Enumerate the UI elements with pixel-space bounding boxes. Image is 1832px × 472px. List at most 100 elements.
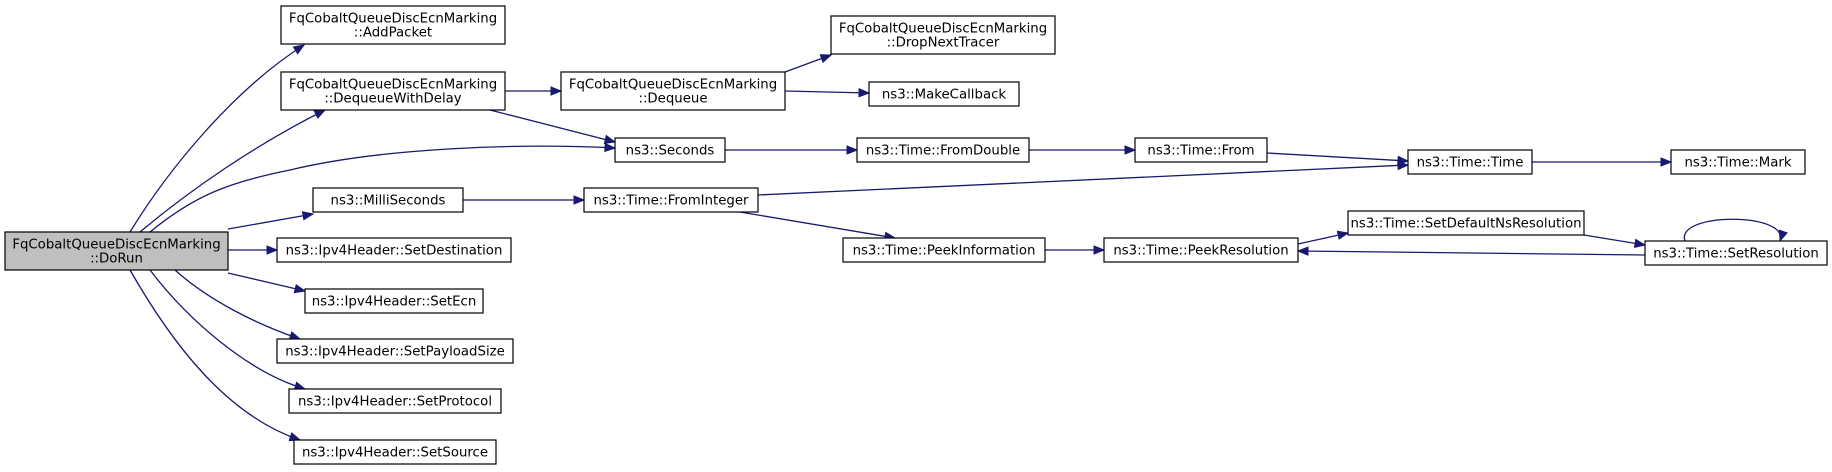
edge-dequeue-to-makecallback bbox=[784, 88, 871, 98]
edge-dorun-to-setdestination bbox=[228, 245, 279, 255]
node-label: ns3::Time::PeekInformation bbox=[853, 244, 1036, 259]
edge-line bbox=[784, 90, 870, 94]
arrowhead-icon bbox=[1778, 229, 1788, 243]
arrowhead-icon bbox=[292, 44, 306, 55]
arrowhead-icon bbox=[858, 88, 871, 98]
arrowhead-icon bbox=[603, 134, 617, 144]
edge-peekresolution-to-setdefaultnsresolution bbox=[1297, 230, 1350, 245]
edge-line bbox=[739, 211, 896, 239]
node-setresolution[interactable]: ns3::Time::SetResolution bbox=[1644, 240, 1828, 266]
node-setecn[interactable]: ns3::Ipv4Header::SetEcn bbox=[304, 288, 484, 314]
edge-dorun-to-dequeuewithdelay bbox=[139, 109, 327, 233]
node-label: ns3::Ipv4Header::SetDestination bbox=[286, 244, 503, 259]
edge-time-to-mark bbox=[1532, 157, 1673, 167]
arrowhead-icon bbox=[819, 54, 833, 64]
node-label: ns3::Time::FromInteger bbox=[593, 194, 749, 209]
edge-dorun-to-setprotocol bbox=[149, 269, 307, 391]
node-box bbox=[583, 187, 759, 213]
node-dequeuewithdelay[interactable]: FqCobaltQueueDiscEcnMarking::DequeueWith… bbox=[280, 71, 506, 111]
arrowhead-icon bbox=[301, 211, 315, 221]
node-seconds[interactable]: ns3::Seconds bbox=[614, 137, 726, 163]
edges-layer bbox=[129, 44, 1788, 442]
node-label: FqCobaltQueueDiscEcnMarking bbox=[289, 78, 497, 93]
edge-line bbox=[149, 269, 306, 390]
arrowhead-icon bbox=[1397, 160, 1410, 171]
node-dorun[interactable]: FqCobaltQueueDiscEcnMarking::DoRun bbox=[4, 231, 229, 271]
node-label: ns3::MakeCallback bbox=[882, 88, 1007, 103]
node-label: ns3::Time::Mark bbox=[1684, 156, 1791, 171]
node-label: FqCobaltQueueDiscEcnMarking bbox=[569, 78, 777, 93]
node-milliseconds[interactable]: ns3::MilliSeconds bbox=[312, 187, 464, 213]
node-setprotocol[interactable]: ns3::Ipv4Header::SetProtocol bbox=[288, 388, 502, 414]
node-dequeue[interactable]: FqCobaltQueueDiscEcnMarking::Dequeue bbox=[560, 71, 786, 111]
node-peekinformation[interactable]: ns3::Time::PeekInformation bbox=[842, 237, 1046, 263]
node-box bbox=[1670, 149, 1806, 175]
edge-line bbox=[149, 145, 616, 233]
node-box bbox=[842, 237, 1046, 263]
node-setdestination[interactable]: ns3::Ipv4Header::SetDestination bbox=[276, 237, 512, 263]
arrowhead-icon bbox=[1296, 246, 1309, 256]
node-label: ns3::Time::From bbox=[1147, 144, 1254, 159]
node-box bbox=[280, 5, 506, 45]
node-box bbox=[1644, 240, 1828, 266]
node-label: ::Dequeue bbox=[638, 92, 707, 107]
node-label: FqCobaltQueueDiscEcnMarking bbox=[839, 22, 1047, 37]
arrowhead-icon bbox=[1093, 245, 1106, 255]
edge-dequeuewithdelay-to-dequeue bbox=[505, 86, 563, 96]
nodes-layer: FqCobaltQueueDiscEcnMarking::DoRun FqCoba… bbox=[4, 5, 1828, 465]
edge-line bbox=[129, 44, 305, 233]
arrowhead-icon bbox=[313, 109, 327, 119]
node-box bbox=[560, 71, 786, 111]
node-label: ns3::Time::SetResolution bbox=[1653, 247, 1819, 262]
node-label: ns3::Time::FromDouble bbox=[866, 144, 1020, 159]
node-label: FqCobaltQueueDiscEcnMarking bbox=[289, 12, 497, 27]
node-label: ns3::Seconds bbox=[626, 144, 715, 159]
node-dropnexttracer[interactable]: FqCobaltQueueDiscEcnMarking::DropNextTra… bbox=[830, 15, 1056, 55]
arrowhead-icon bbox=[604, 142, 617, 153]
node-box bbox=[1103, 237, 1299, 263]
node-label: ns3::MilliSeconds bbox=[331, 194, 446, 209]
edge-milliseconds-to-frominteger bbox=[463, 195, 586, 205]
node-mark[interactable]: ns3::Time::Mark bbox=[1670, 149, 1806, 175]
node-box bbox=[280, 71, 506, 111]
arrowhead-icon bbox=[266, 245, 279, 255]
node-fromdouble[interactable]: ns3::Time::FromDouble bbox=[856, 137, 1030, 163]
node-box bbox=[1347, 210, 1585, 236]
arrowhead-icon bbox=[293, 283, 307, 294]
node-addpacket[interactable]: FqCobaltQueueDiscEcnMarking::AddPacket bbox=[280, 5, 506, 45]
edge-line bbox=[489, 109, 616, 143]
node-label: ns3::Ipv4Header::SetSource bbox=[302, 446, 488, 461]
arrowhead-icon bbox=[1660, 157, 1673, 167]
node-setsource[interactable]: ns3::Ipv4Header::SetSource bbox=[293, 439, 497, 465]
node-label: ns3::Ipv4Header::SetPayloadSize bbox=[285, 345, 505, 360]
edge-setresolution-to-peekresolution bbox=[1296, 246, 1646, 256]
node-box bbox=[1134, 137, 1268, 163]
arrowhead-icon bbox=[846, 145, 859, 155]
arrowhead-icon bbox=[1633, 238, 1647, 248]
node-setpayloadsize[interactable]: ns3::Ipv4Header::SetPayloadSize bbox=[276, 338, 514, 364]
edge-setdefaultnsresolution-to-setresolution bbox=[1583, 234, 1647, 248]
node-box bbox=[856, 137, 1030, 163]
edge-peekinformation-to-peekresolution bbox=[1045, 245, 1106, 255]
arrowhead-icon bbox=[1336, 230, 1350, 240]
node-setdefaultnsresolution[interactable]: ns3::Time::SetDefaultNsResolution bbox=[1347, 210, 1585, 236]
node-makecallback[interactable]: ns3::MakeCallback bbox=[868, 81, 1020, 107]
edge-dorun-to-setsource bbox=[129, 269, 302, 442]
arrowhead-icon bbox=[1124, 145, 1137, 155]
edge-line bbox=[1684, 218, 1781, 242]
node-time[interactable]: ns3::Time::Time bbox=[1407, 149, 1533, 175]
node-label: ns3::Ipv4Header::SetEcn bbox=[312, 295, 477, 310]
node-label: ns3::Ipv4Header::SetProtocol bbox=[298, 395, 492, 410]
node-peekresolution[interactable]: ns3::Time::PeekResolution bbox=[1103, 237, 1299, 263]
node-box bbox=[868, 81, 1020, 107]
edge-dorun-to-addpacket bbox=[129, 44, 306, 233]
node-box bbox=[288, 388, 502, 414]
node-box bbox=[614, 137, 726, 163]
node-from[interactable]: ns3::Time::From bbox=[1134, 137, 1268, 163]
edge-dequeuewithdelay-to-seconds bbox=[489, 109, 617, 144]
edge-seconds-to-fromdouble bbox=[725, 145, 859, 155]
node-frominteger[interactable]: ns3::Time::FromInteger bbox=[583, 187, 759, 213]
node-box bbox=[1407, 149, 1533, 175]
node-label: ns3::Time::SetDefaultNsResolution bbox=[1350, 217, 1581, 232]
